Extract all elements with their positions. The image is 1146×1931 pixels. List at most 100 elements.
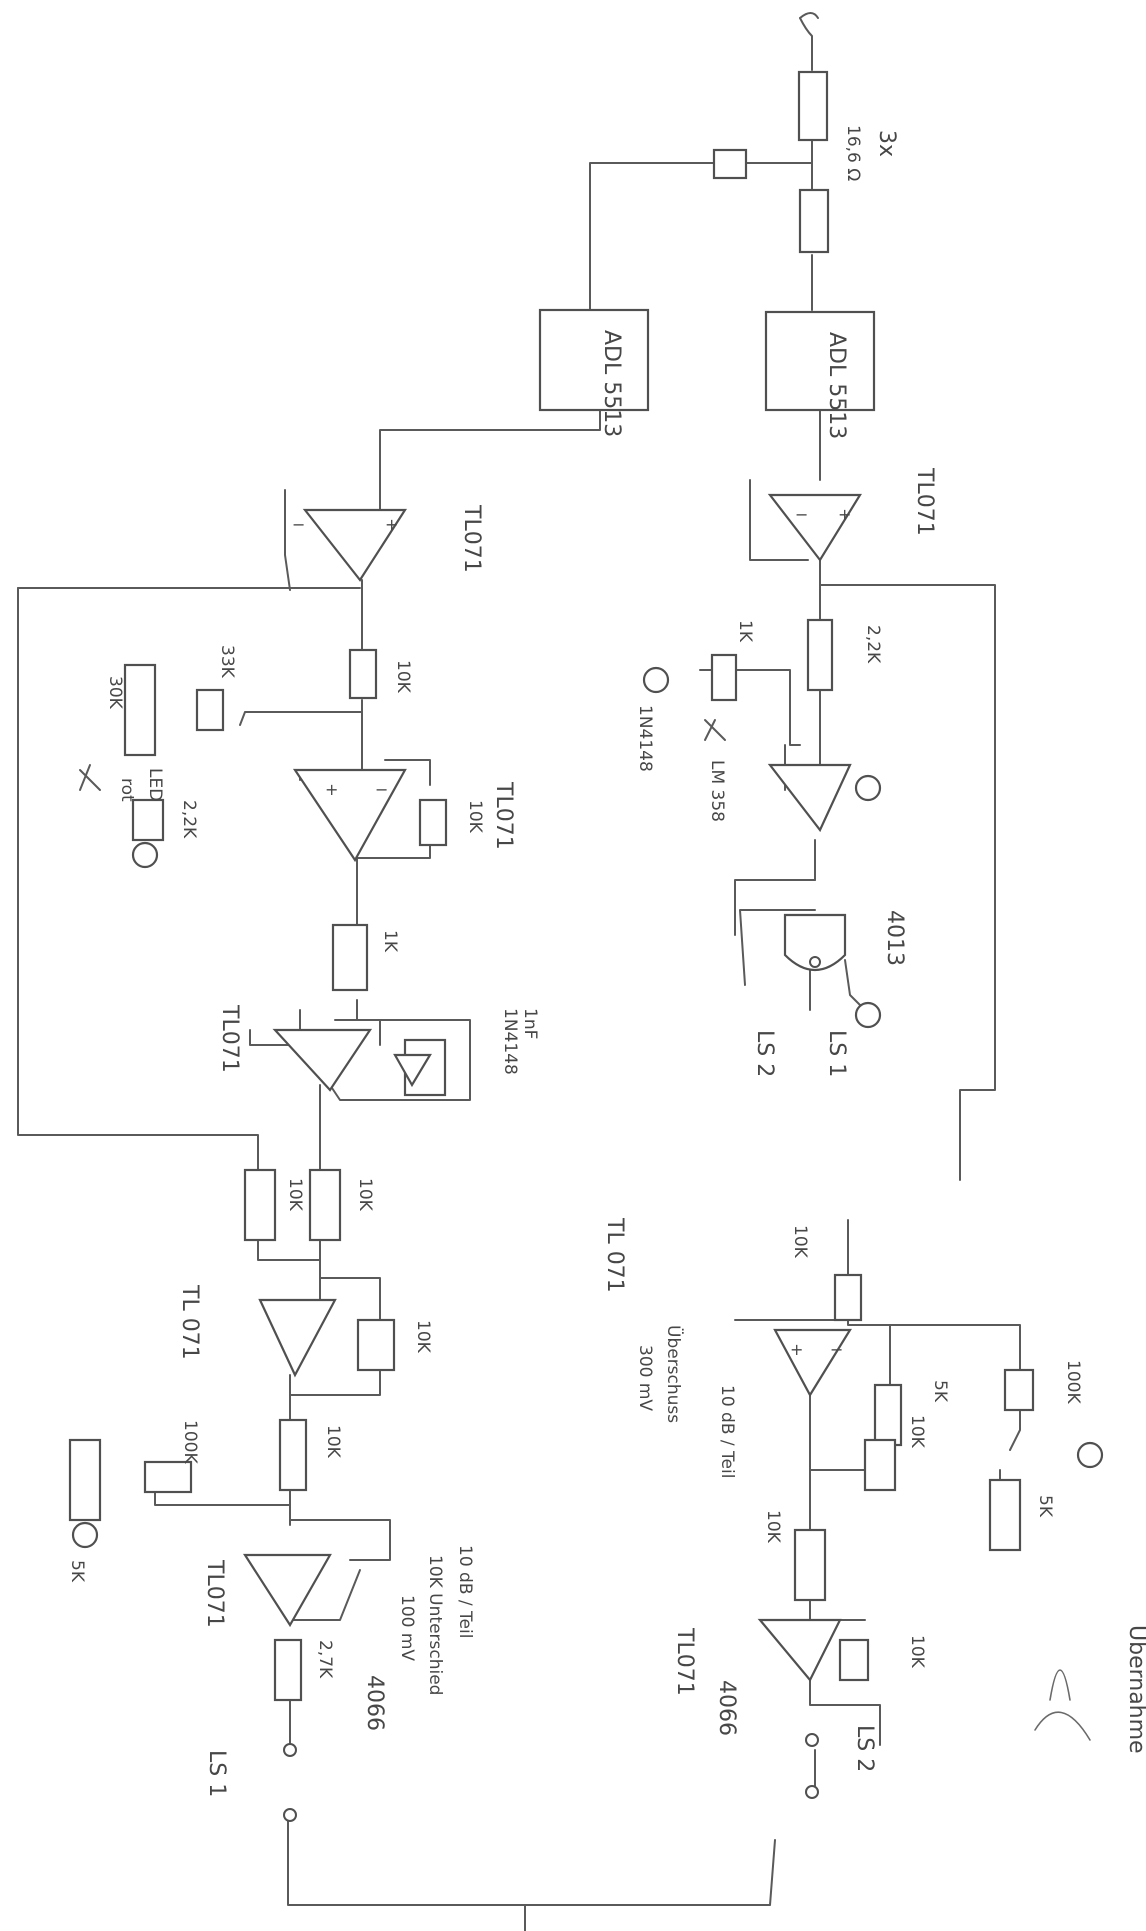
label-tl071-top: TL071 [459, 504, 484, 573]
label-tl071-right: TL071 [912, 467, 937, 536]
label-10k-feedback: 10K [465, 800, 485, 834]
resistor-27k [273, 1638, 303, 1702]
adc-blocks: ADL 5513 ADL 5513 [538, 308, 876, 439]
label-10k-right-b: 10K [763, 1510, 783, 1544]
label-tl071-7: TL071 [672, 1627, 697, 1696]
plus-supply-icon [71, 1521, 99, 1549]
resistor-5k-pot [988, 1478, 1022, 1552]
adc-right [764, 310, 876, 412]
opamp-tl071-7 [757, 1618, 842, 1682]
opamp-tl071-right [767, 493, 862, 562]
resistor-5k-left [68, 1438, 102, 1522]
minus-sign: − [375, 780, 388, 799]
resistor-r2 [798, 188, 830, 254]
logic-gates [393, 913, 847, 1097]
plus-sign: + [838, 505, 851, 524]
label-ls1-left: LS 1 [204, 1750, 229, 1797]
resistor-10k-c [356, 1318, 396, 1372]
plus-supply-icon [854, 1001, 882, 1029]
label-22k-right: 2,2K [863, 625, 883, 664]
resistor-10k-b [308, 1168, 342, 1242]
label-ls2-right: LS 2 [852, 1725, 877, 1772]
gate-bubble [809, 956, 821, 968]
label-27k: 2,7K [315, 1640, 335, 1679]
label-ls2-right-top: LS 2 [752, 1030, 777, 1077]
label-10k-ladder-b: 10K [355, 1178, 375, 1212]
label-unterschied: 10K Unterschied [425, 1555, 445, 1695]
diode-1n4148 [393, 1053, 432, 1088]
label-30k: 30K [105, 676, 125, 710]
label-10k-ladder-d: 10K [323, 1425, 343, 1459]
opamps: − + + − − + + − [242, 493, 862, 1682]
plus-supply-icon [131, 841, 159, 869]
label-tl071-mid: TL071 [491, 781, 516, 850]
resistor-33k [195, 688, 225, 732]
resistor-10k-left [348, 648, 378, 700]
label-led-color: rot [117, 778, 137, 802]
label-tl071-5: TL071 [202, 1559, 227, 1628]
adc-left [538, 308, 650, 412]
label-tl071-4: TL 071 [177, 1284, 202, 1360]
label-10k-left: 10K [393, 660, 413, 694]
label-22k-led: 2,2K [179, 800, 199, 839]
resistor-22k-right [806, 618, 834, 692]
switch-contact [805, 1785, 819, 1799]
switch-contact [805, 1733, 819, 1747]
opamp-tl071-1 [302, 508, 408, 582]
label-1k-left: 1K [380, 930, 400, 953]
opamp-tl071-4 [258, 1298, 337, 1378]
resistors [68, 70, 1035, 1702]
resistor-30k [123, 663, 157, 757]
resistor-10k-feedback [418, 798, 448, 847]
plus-sign: + [325, 780, 338, 799]
sketch-curve [1049, 1669, 1071, 1701]
label-3x: 3x [874, 130, 899, 157]
wires [17, 12, 1021, 1931]
resistor-10k-f [838, 1638, 870, 1682]
switch-contact [283, 1743, 297, 1757]
resistor-100k-right [1003, 1368, 1035, 1412]
diode-symbol-right [704, 719, 726, 741]
label-10db-left: 10 dB / Teil [455, 1545, 475, 1638]
resistor-1k-left [331, 923, 369, 992]
minus-sign: − [292, 515, 305, 534]
label-diode-right: 1N4148 [635, 705, 655, 772]
label-ls1-right: LS 1 [824, 1030, 849, 1077]
label-5k-pot: 5K [1035, 1495, 1055, 1518]
label-10k-ladder-c: 10K [413, 1320, 433, 1354]
comparator-lm358 [767, 763, 852, 833]
label-1k-right: 1K [735, 620, 755, 643]
label-10k-right-a: 10K [790, 1225, 810, 1259]
resistor-100k-left [143, 1460, 193, 1494]
minus-sign: − [830, 1340, 843, 1359]
label-4066-right: 4066 [714, 1680, 739, 1736]
label-ueberschuss: Überschuss [663, 1325, 685, 1423]
label-uebernahme: Übernahme [1124, 1625, 1146, 1754]
label-4013: 4013 [882, 910, 907, 966]
label-10k-pot: 10K [907, 1415, 927, 1449]
plus-supply-icon [642, 666, 670, 694]
label-4066-left: 4066 [362, 1675, 387, 1731]
opamp-tl071-2 [292, 768, 407, 863]
plus-supply-icon [1076, 1441, 1104, 1469]
resistor-r3 [712, 148, 748, 180]
led-symbol [79, 764, 101, 791]
resistor-22k-led [131, 798, 165, 842]
resistor-10k-a [243, 1168, 277, 1242]
resistor-10k-pot [863, 1438, 897, 1492]
resistor-r1 [797, 70, 829, 142]
labels: 3x 16,6 Ω TL071 TL071 TL071 TL071 TL 071… [67, 125, 1146, 1797]
label-1nf: 1nF [520, 1008, 540, 1039]
label-tl071-low: TL071 [217, 1004, 242, 1073]
label-100mv: 100 mV [397, 1595, 417, 1661]
resistor-10k-right [833, 1273, 863, 1322]
opamp-tl071-6 [773, 1328, 852, 1398]
opamp-tl071-5 [242, 1553, 332, 1628]
adc-left-label: ADL 5513 [599, 330, 624, 437]
label-5k-left: 5K [67, 1560, 87, 1583]
power-symbols [71, 666, 1104, 1822]
label-10db-right: 10 dB / Teil [717, 1385, 737, 1478]
plus-supply-icon [854, 774, 882, 802]
resistor-5k-right [873, 1383, 903, 1447]
